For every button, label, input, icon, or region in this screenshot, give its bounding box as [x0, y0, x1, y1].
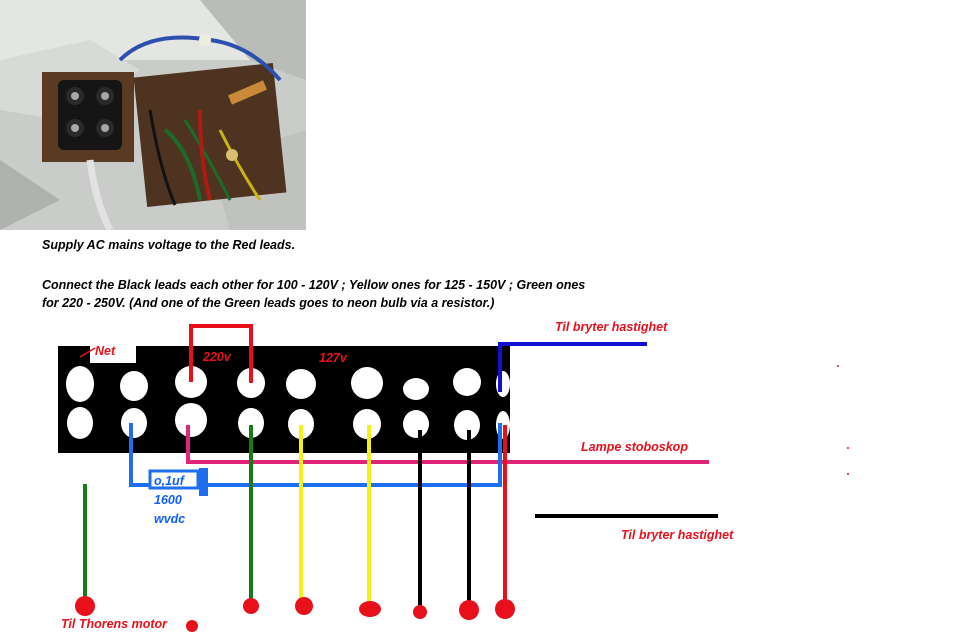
capacitor-voltage: 1600 — [154, 493, 182, 507]
net-pointer — [79, 347, 96, 358]
red-bridge-220v — [189, 324, 253, 383]
instruction-line-2: Connect the Black leads each other for 1… — [42, 278, 586, 292]
label-220v: 220v — [203, 350, 231, 364]
terminal-holes — [66, 366, 510, 440]
speed-switch-label-top: Til bryter hastighet — [555, 320, 668, 334]
instruction-line-3: for 220 - 250V. (And one of the Green le… — [42, 296, 495, 310]
capacitor-outline — [148, 469, 200, 490]
net-label-patch — [90, 344, 136, 363]
net-label: Net — [95, 344, 116, 358]
instruction-line-1: Supply AC mains voltage to the Red leads… — [42, 238, 296, 252]
motor-label: Til Thorens motor — [61, 617, 168, 631]
label-127v: 127v — [319, 351, 347, 365]
capacitor-label: o,1uf 1600 wvdc — [154, 472, 185, 529]
speed-switch-label-bottom: Til bryter hastighet — [621, 528, 734, 542]
stray-dots — [837, 365, 849, 475]
capacitor-plate — [199, 468, 208, 496]
terminal-board-photo — [0, 0, 306, 230]
dark-blue-lead — [498, 342, 647, 392]
capacitor-value: o,1uf — [154, 474, 184, 488]
strobe-lamp-label: Lampe stoboskop — [581, 440, 688, 454]
capacitor-unit: wvdc — [154, 512, 186, 526]
lead-end-dots — [75, 596, 515, 632]
blue-capacitor-loop — [129, 423, 502, 487]
magenta-lead — [186, 425, 709, 464]
